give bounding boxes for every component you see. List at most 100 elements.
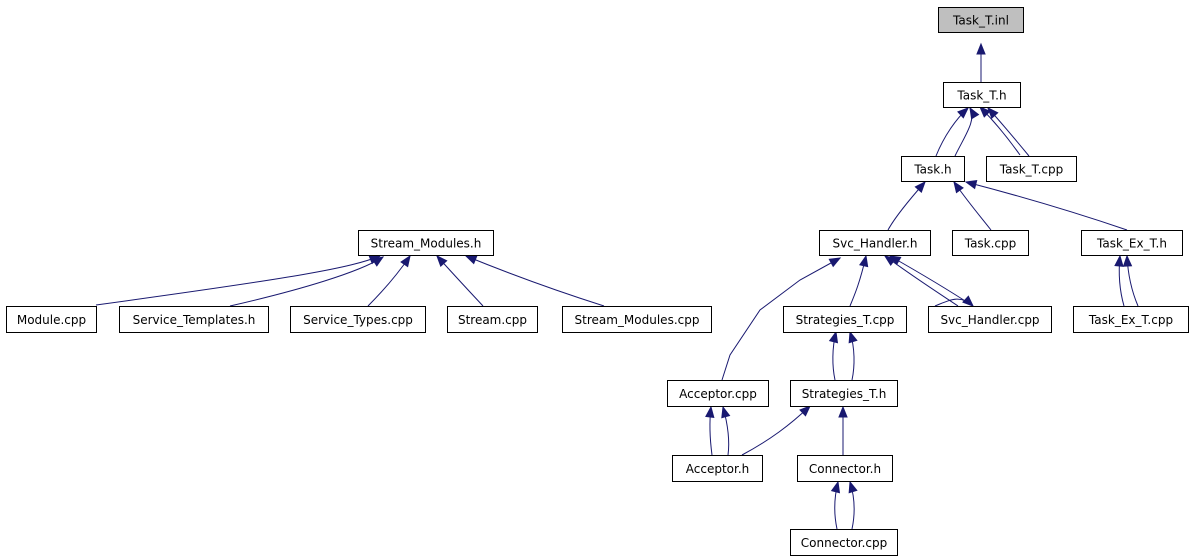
arrowhead [987,107,999,119]
dependency-edge [987,107,1030,157]
edge-line [465,255,605,307]
node-label: Service_Templates.h [133,313,256,327]
node-box [938,7,1024,33]
arrowhead [1122,254,1133,267]
arrowhead [953,180,964,194]
node-box [790,380,898,407]
node-box [1081,230,1183,256]
node-label: Acceptor.h [686,462,750,476]
file-node-connector-cpp[interactable]: Connector.cpp [790,529,898,556]
arrowhead [848,330,858,344]
file-node-strategies-t-cpp[interactable]: Strategies_T.cpp [783,306,907,333]
file-node-svc-handler-cpp[interactable]: Svc_Handler.cpp [928,306,1052,333]
node-box [447,306,538,333]
edge-line [965,181,1128,231]
arrowhead [464,255,478,265]
arrowhead [828,330,839,344]
node-box [562,306,712,333]
file-node-module-cpp[interactable]: Module.cpp [6,306,97,333]
dependency-edge [830,480,841,530]
file-node-service-templates-h[interactable]: Service_Templates.h [119,306,269,333]
file-node-svc-handler-h[interactable]: Svc_Handler.h [819,230,931,256]
file-node-task-ex-t-cpp[interactable]: Task_Ex_T.cpp [1073,306,1189,333]
arrowhead [799,405,811,417]
dependency-edge [828,330,839,381]
node-label: Service_Types.cpp [303,313,413,327]
arrowhead [721,405,731,419]
node-label: Task.h [913,163,951,177]
node-box [672,455,763,482]
node-label: Task_Ex_T.h [1096,237,1167,251]
node-box [119,306,269,333]
dependency-edge [95,255,382,306]
node-label: Strategies_T.cpp [796,313,895,327]
arrowhead [914,180,926,194]
node-box [290,306,426,333]
edge-line [721,257,841,381]
file-node-acceptor-h[interactable]: Acceptor.h [672,455,763,482]
file-node-task-t-cpp[interactable]: Task_T.cpp [986,156,1077,182]
dependency-edge [1114,254,1125,307]
dependency-edge [953,180,992,231]
arrowhead [962,295,974,307]
dependency-edge [954,106,980,157]
arrowhead [888,255,902,266]
dependency-edge [721,257,842,381]
node-label: Connector.cpp [801,536,887,550]
node-label: Strategies_T.h [802,387,887,401]
node-label: Stream_Modules.h [371,237,482,251]
node-label: Task_T.cpp [999,163,1063,177]
arrowhead [838,405,848,418]
dependency-edge [436,254,484,307]
file-node-task-cpp[interactable]: Task.cpp [952,230,1029,256]
file-node-task-h[interactable]: Task.h [901,156,965,182]
dependency-edge [367,254,411,307]
arrowhead [969,106,980,120]
file-node-task-t-inl[interactable]: Task_T.inl [938,7,1024,33]
dependency-edge [888,255,974,307]
file-node-connector-h[interactable]: Connector.h [797,455,893,482]
dependency-edge [976,42,986,82]
dependency-edge [464,255,605,307]
file-node-stream-cpp[interactable]: Stream.cpp [447,306,538,333]
node-label: Module.cpp [17,313,86,327]
dependency-edge [934,295,974,307]
dependency-edge [721,405,731,456]
arrowhead [848,480,858,494]
node-box [986,156,1077,182]
file-node-strategies-t-h[interactable]: Strategies_T.h [790,380,898,407]
dependency-edge [838,405,848,455]
dependency-edge [849,254,869,307]
node-label: Task_T.inl [952,14,1009,28]
arrowhead [957,107,969,119]
arrowhead [859,254,869,268]
file-node-task-t-h[interactable]: Task_T.h [943,82,1021,108]
dependency-edge [848,480,858,530]
node-label: Connector.h [809,462,881,476]
file-node-service-types-cpp[interactable]: Service_Types.cpp [290,306,426,333]
arrowhead [1114,254,1124,267]
arrowhead [436,254,448,267]
dependency-edge [935,107,969,157]
file-node-stream-modules-cpp[interactable]: Stream_Modules.cpp [562,306,712,333]
node-label: Stream.cpp [458,313,527,327]
file-node-acceptor-cpp[interactable]: Acceptor.cpp [667,380,769,407]
node-box [1073,306,1189,333]
node-box [667,380,769,407]
node-box [790,529,898,556]
dependency-edge [1122,254,1139,307]
node-box [6,306,97,333]
dependency-edge [848,330,858,381]
arrowhead [705,405,715,418]
dependency-edge [964,180,1128,231]
node-label: Svc_Handler.h [833,237,918,251]
node-label: Task_Ex_T.cpp [1088,313,1173,327]
node-box [819,230,931,256]
edge-line [741,405,811,456]
node-box [928,306,1052,333]
edge-line [95,255,381,306]
file-node-task-ex-t-h[interactable]: Task_Ex_T.h [1081,230,1183,256]
file-node-stream-modules-h[interactable]: Stream_Modules.h [358,230,494,256]
